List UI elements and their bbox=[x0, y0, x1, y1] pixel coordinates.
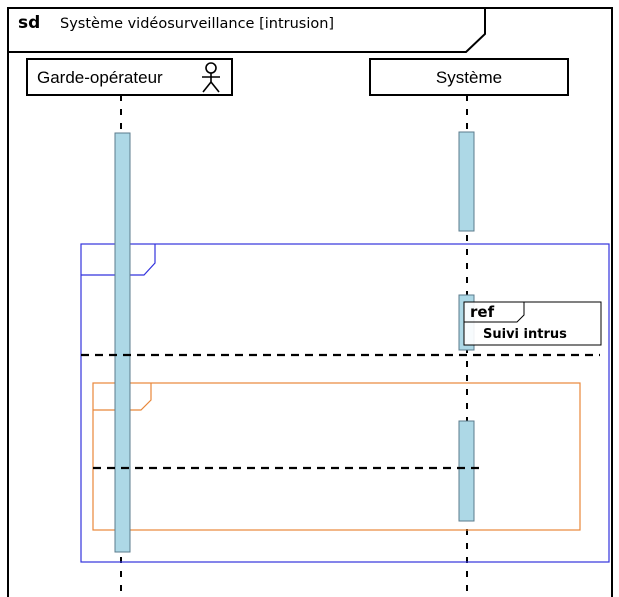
frame-keyword: sd bbox=[18, 13, 40, 33]
activation-bar-garde-operateur bbox=[114, 132, 131, 553]
lifeline-label-garde-operateur: Garde-opérateur bbox=[37, 68, 163, 87]
ref-name: Suivi intrus bbox=[483, 327, 567, 342]
stick-figure-icon bbox=[202, 62, 220, 93]
activation-bar-systeme-1 bbox=[458, 131, 475, 232]
lifeline-label-systeme: Système bbox=[436, 68, 502, 87]
outer-fragment bbox=[80, 243, 610, 563]
lifeline-head-garde-operateur bbox=[26, 58, 233, 96]
outer-fragment-tab bbox=[81, 244, 156, 276]
ref-keyword: ref bbox=[470, 303, 495, 321]
activation-bar-systeme-3 bbox=[458, 420, 475, 522]
frame-title: Système vidéosurveillance [intrusion] bbox=[60, 16, 334, 32]
ref-tab bbox=[464, 302, 525, 323]
inner-fragment bbox=[92, 382, 581, 531]
lifeline-head-systeme bbox=[369, 58, 569, 96]
frame-title-tab bbox=[8, 7, 486, 53]
ref-box bbox=[463, 301, 602, 346]
